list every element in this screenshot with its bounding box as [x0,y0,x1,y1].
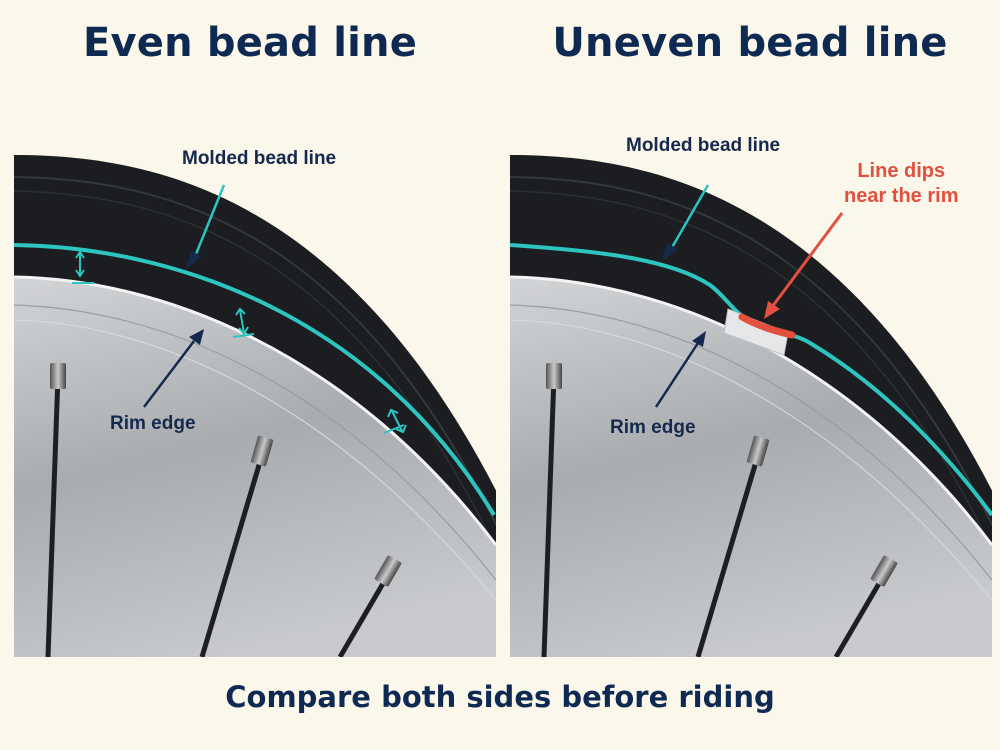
rim-callout-arrow [143,329,204,408]
bead-dip-highlight [738,313,796,339]
spacing-marks [72,250,407,434]
uneven-bead-panel: Molded bead line Line dips near the rim … [510,135,992,657]
rim-callout-arrow [654,331,706,408]
rim-inner-line [510,319,992,601]
rim-edge-highlight [14,275,496,546]
spokes [45,363,402,657]
molded-bead-line [14,243,496,517]
warning-label-line1: Line dips [857,160,946,182]
rim-inner-line [14,319,496,601]
even-bead-illustration [14,155,496,657]
footer-caption: Compare both sides before riding [225,680,775,714]
rim [14,277,496,657]
even-bead-panel: Molded bead line Rim edge [14,148,496,657]
even-panel-title: Even bead line [82,20,418,66]
tire-tread-highlight [14,190,496,552]
bead-callout-arrow [662,184,710,261]
rim [510,277,992,657]
rim-inner-line [14,304,496,581]
rim-inner-line [510,304,992,581]
rim-edge-label: Rim edge [110,413,196,434]
warning-label: Line dips near the rim [844,159,958,209]
molded-bead-line-label: Molded bead line [182,148,337,169]
molded-bead-line-label: Molded bead line [626,135,781,156]
uneven-panel-title: Uneven bead line [552,20,948,66]
warning-label-line2: near the rim [844,185,959,207]
tire-tread-highlight [510,190,992,552]
bead-callout-arrow [186,184,226,269]
spokes [541,363,898,657]
rim-edge-label: Rim edge [610,417,696,438]
warning-callout-arrow [764,212,844,319]
uneven-bead-illustration [510,155,992,657]
tire-tread-highlight [510,176,992,527]
